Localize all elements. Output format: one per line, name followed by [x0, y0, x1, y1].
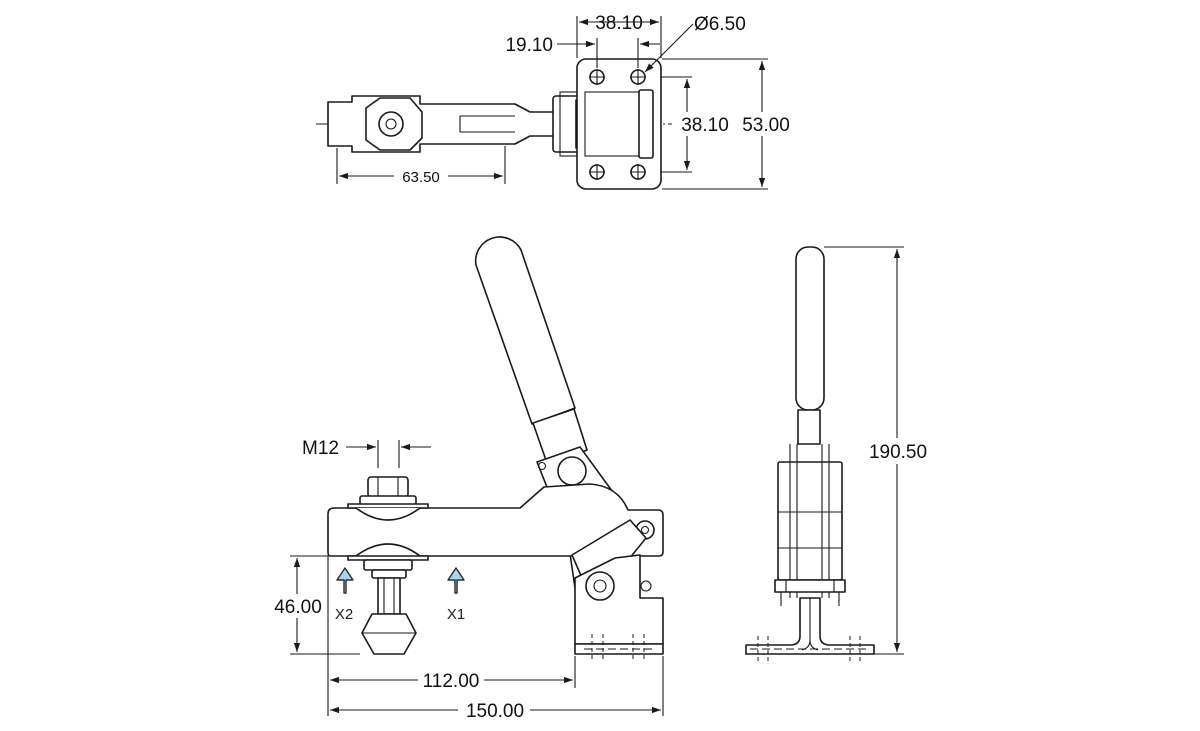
dim-arm-length: 63.50: [402, 169, 440, 186]
washer-plate-upper: [347, 503, 429, 509]
front-view: X2 X1 M12 46.00 112.00 150.00: [268, 236, 664, 722]
base-pivot: [585, 571, 615, 601]
handle-grip: [474, 236, 576, 425]
handle-top: [638, 89, 654, 159]
dim-hole-spacing: 38.10: [681, 115, 729, 136]
washer-lower: [363, 559, 413, 571]
dim-length-112: 112.00: [423, 671, 480, 692]
dim-overall-height: 190.50: [869, 442, 927, 463]
link-plates-end: [777, 461, 843, 581]
force-label-x2: X2: [335, 606, 353, 623]
dome-washer-lower: [355, 543, 421, 557]
spindle-top: [378, 111, 404, 137]
pivot-bar-end: [774, 579, 846, 593]
lock-nut-lower: [371, 569, 407, 579]
mounting-holes-top: [589, 69, 646, 180]
spindle-core-top: [385, 118, 397, 130]
spindle-shaft: [377, 577, 401, 615]
top-view: 38.10 19.10 Ø6.50 38.10 53.00 63.50: [316, 13, 796, 190]
dim-spindle-height: 46.00: [274, 597, 322, 618]
handle-stem-end: [797, 409, 821, 445]
spindle-pad: [361, 613, 417, 655]
grease-point: [537, 461, 547, 471]
dim-overall-length: 150.00: [466, 701, 524, 722]
dim-hole-diameter: Ø6.50: [694, 14, 746, 35]
clamp-arm-side: [327, 483, 664, 557]
dim-top-width: 38.10: [595, 13, 643, 34]
handle-end: [795, 246, 825, 411]
end-view: 190.50: [745, 246, 934, 662]
dim-base-height: 53.00: [742, 115, 790, 136]
pivot-pin-upper: [557, 456, 587, 486]
base-hole: [640, 580, 652, 592]
force-label-x1: X1: [447, 606, 465, 623]
dome-washer-upper: [355, 507, 421, 521]
dim-top-offset: 19.10: [505, 35, 553, 56]
force-arrow-x2: [336, 567, 354, 594]
force-arrow-x1: [447, 567, 465, 594]
dim-thread-size: M12: [302, 438, 339, 459]
clamp-arm-top: [327, 95, 556, 153]
arm-slot: [459, 115, 515, 133]
lock-nut-upper: [367, 476, 409, 498]
base-flange-side: [574, 643, 664, 655]
